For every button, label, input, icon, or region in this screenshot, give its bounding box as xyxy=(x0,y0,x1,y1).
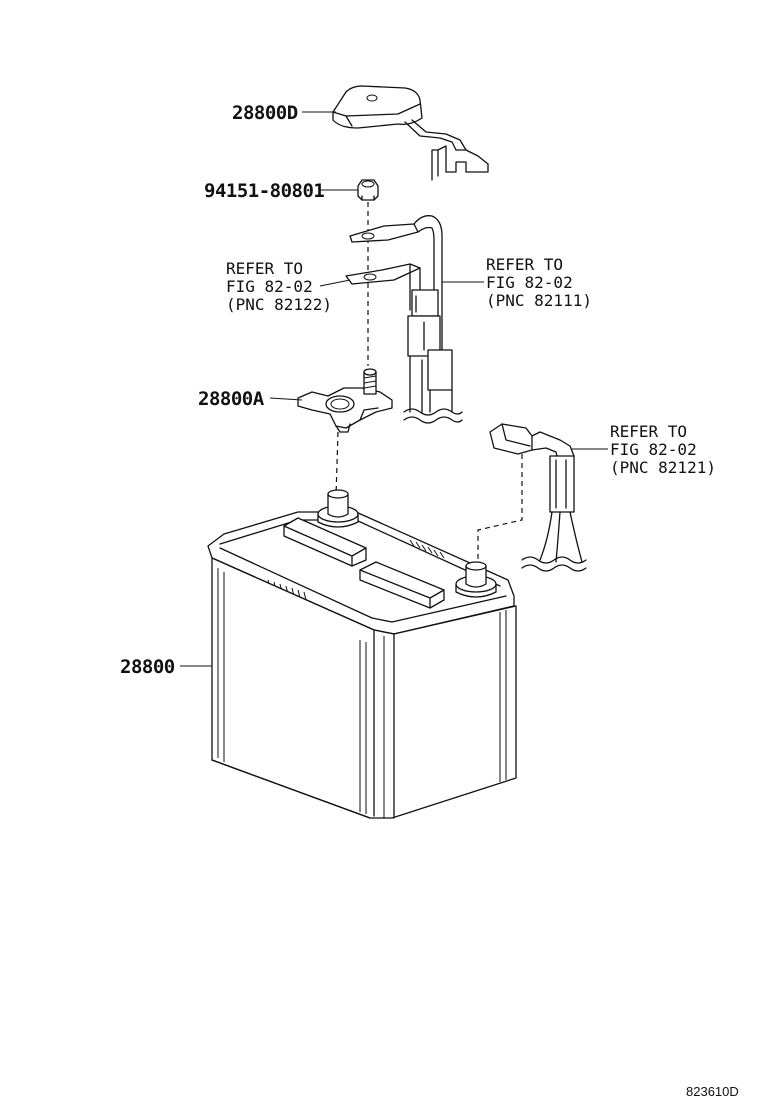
reference-note-82121: REFER TO FIG 82-02 (PNC 82121) xyxy=(610,422,716,477)
terminal-cover-drawing xyxy=(332,85,489,181)
nut-drawing xyxy=(357,179,379,201)
leader-ref1 xyxy=(319,279,351,287)
part-label-cover: 28800D xyxy=(232,102,298,124)
ref2-line1: REFER TO xyxy=(486,255,563,274)
ref1-line2: FIG 82-02 xyxy=(226,277,313,296)
part-label-battery: 28800 xyxy=(120,656,175,678)
ref1-line1: REFER TO xyxy=(226,259,303,278)
negative-cable-drawing xyxy=(489,423,587,572)
reference-note-82122: REFER TO FIG 82-02 (PNC 82122) xyxy=(226,259,332,314)
part-label-clamp: 28800A xyxy=(198,388,265,410)
figure-code: 823610D xyxy=(686,1084,739,1099)
terminal-clamp-drawing xyxy=(297,368,393,433)
negative-dashline xyxy=(477,454,523,562)
positive-cable-drawing xyxy=(345,215,463,424)
ref3-line3: (PNC 82121) xyxy=(610,458,716,477)
part-label-nut: 94151-80801 xyxy=(204,180,324,202)
ref2-line2: FIG 82-02 xyxy=(486,273,573,292)
ref3-line1: REFER TO xyxy=(610,422,687,441)
reference-note-82111: REFER TO FIG 82-02 (PNC 82111) xyxy=(486,255,592,310)
ref1-line3: (PNC 82122) xyxy=(226,295,332,314)
clamp-terminal-dashline xyxy=(335,431,339,497)
ref3-line2: FIG 82-02 xyxy=(610,440,697,459)
ref2-line3: (PNC 82111) xyxy=(486,291,592,310)
battery-drawing xyxy=(207,489,517,819)
leader-clamp xyxy=(269,397,303,401)
